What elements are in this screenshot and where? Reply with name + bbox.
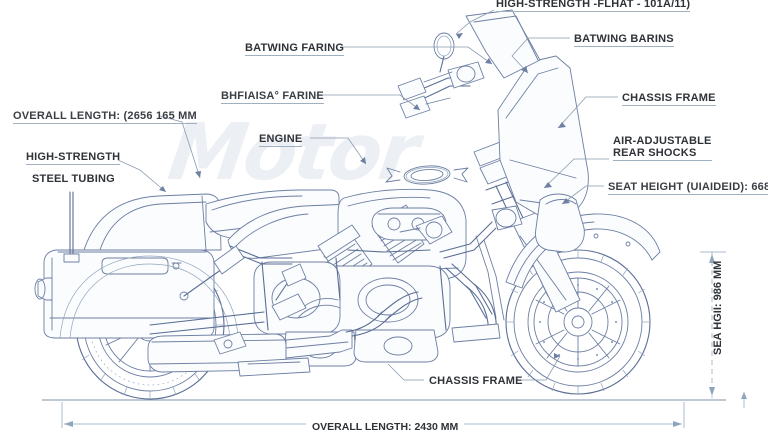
callout-batwing-barins: BATWING BARINS	[574, 33, 674, 47]
callout-text: CHASSIS FRAME	[622, 92, 716, 106]
callout-batwing-faring: BATWING FARING	[245, 42, 345, 56]
callout-chassis-frame-bottom: CHASSIS FRAME	[429, 375, 523, 387]
callout-air-adjustable-rear-shocks: AIR-ADJUSTABLE REAR SHOCKS	[613, 135, 712, 161]
callout-text: CHASSIS FRAME	[429, 375, 523, 387]
lower-controls	[213, 263, 311, 377]
callout-text: BHFIAISA° FARINE	[221, 90, 324, 104]
callout-seat-height-unladen: SEAT HEIGHT (UIAIDEID): 668 MM)	[608, 181, 768, 195]
callout-steel-tubing-line2: STEEL TUBING	[32, 173, 115, 185]
tank-emblem	[385, 165, 469, 185]
callout-text-line2: STEEL TUBING	[32, 173, 115, 185]
callout-leader-lines	[117, 9, 618, 381]
callout-high-strength-steel-tubing: HIGH-STRENGTH	[26, 151, 121, 165]
callout-text: BATWING FARING	[245, 42, 345, 56]
rear-saddlebag	[34, 191, 239, 339]
dimension-overall-length-bottom: OVERALL LENGTH: 2430 MM	[306, 421, 465, 433]
callout-overall-length-top: OVERALL LENGTH: (2656 165 MM	[13, 110, 197, 124]
callout-text-line1: AIR-ADJUSTABLE	[613, 135, 712, 147]
callout-engine: ENGINE	[259, 133, 303, 147]
callout-text: ENGINE	[259, 133, 303, 147]
callout-text-line2: REAR SHOCKS	[613, 147, 712, 161]
callout-text: BATWING BARINS	[574, 33, 674, 47]
dimension-text: OVERALL LENGTH: 2430 MM	[312, 421, 459, 433]
seat-height-dimension	[700, 251, 747, 408]
dimension-text: SEA HGII: 986 MM	[712, 260, 724, 355]
callout-text: OVERALL LENGTH: (2656 165 MM	[13, 110, 197, 124]
chassis-frame-tubes	[149, 221, 505, 335]
front-fork-and-fairing	[397, 9, 661, 343]
front-wheel	[505, 249, 651, 395]
callout-chassis-frame-right: CHASSIS FRAME	[622, 92, 716, 106]
callout-text-line1: HIGH-STRENGTH	[26, 151, 121, 165]
callout-high-strength-flhat: HIGH-STRENGTH -FLHAT - 101A/11)	[496, 0, 691, 12]
callout-bhfiaisa-farine: BHFIAISA° FARINE	[221, 90, 324, 104]
callout-text: SEAT HEIGHT (UIAIDEID): 668 MM)	[608, 181, 768, 195]
callout-text: HIGH-STRENGTH -FLHAT - 101A/11)	[496, 0, 691, 12]
dimension-seat-height-vertical: SEA HGII: 986 MM	[712, 261, 724, 355]
